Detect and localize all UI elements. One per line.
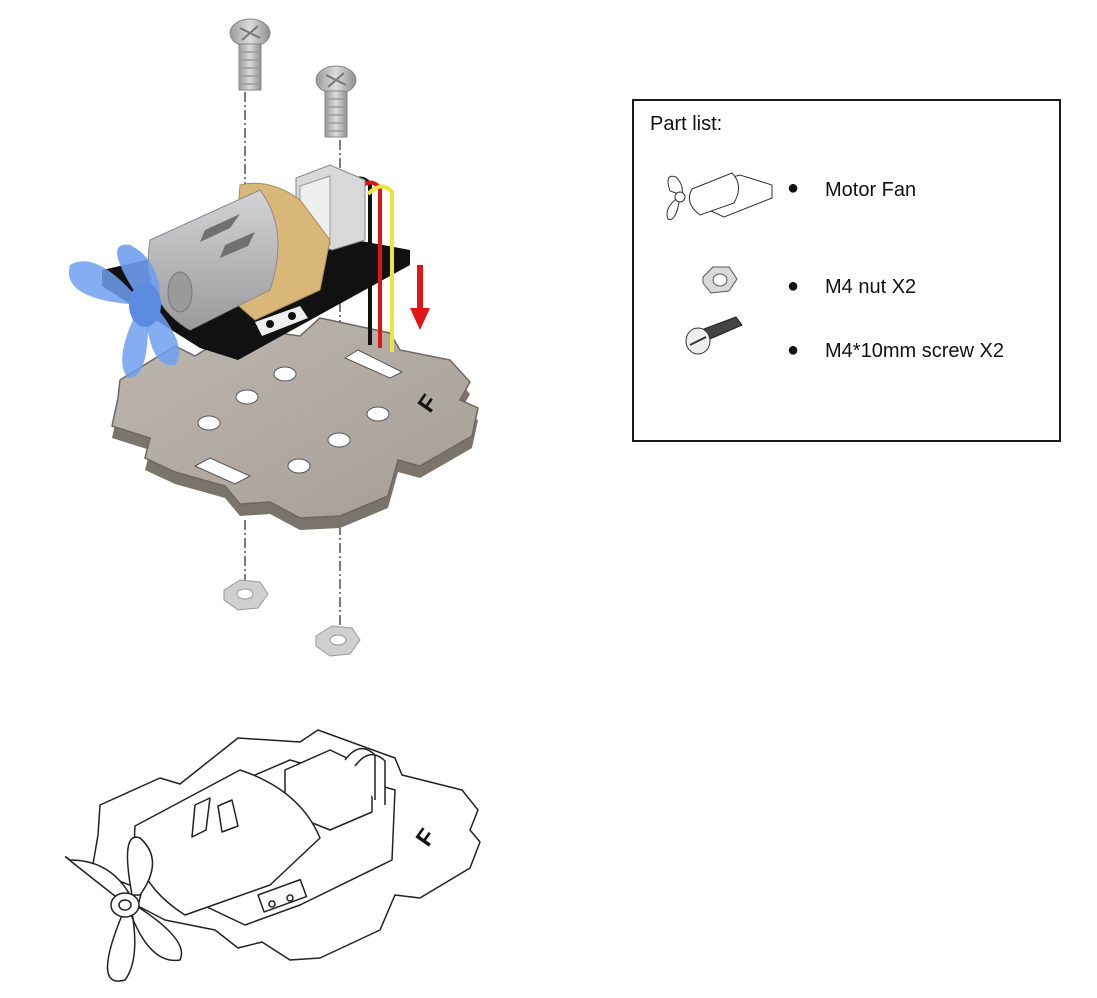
screw-icon	[685, 316, 743, 355]
part-item-m4-nut: M4 nut X2	[825, 276, 917, 298]
part-list-title: Part list:	[650, 113, 723, 135]
nut-left-icon	[223, 579, 269, 611]
insert-direction-arrow	[410, 265, 430, 330]
motor-fan-icon	[666, 172, 773, 221]
nut-icon	[702, 266, 738, 294]
assembled-propeller	[64, 836, 183, 982]
part-item-motor-fan: Motor Fan	[825, 179, 917, 201]
part-list-panel: Part list: ● Motor Fan ● M4 nut X2 ● M4*…	[632, 99, 1061, 442]
propeller-icon	[68, 244, 180, 379]
assembled-line-art-diagram: F	[64, 729, 481, 982]
screw-left-icon	[229, 18, 271, 91]
bullet-1: ●	[787, 177, 800, 199]
screw-right-icon	[315, 65, 357, 138]
nut-right-icon	[315, 625, 361, 657]
bullet-2: ●	[787, 275, 800, 297]
exploded-assembly-diagram: F	[68, 18, 479, 657]
bullet-3: ●	[787, 339, 800, 361]
motor-body	[147, 182, 331, 331]
part-item-m4-screw: M4*10mm screw X2	[825, 340, 1004, 362]
base-plate	[111, 317, 479, 530]
